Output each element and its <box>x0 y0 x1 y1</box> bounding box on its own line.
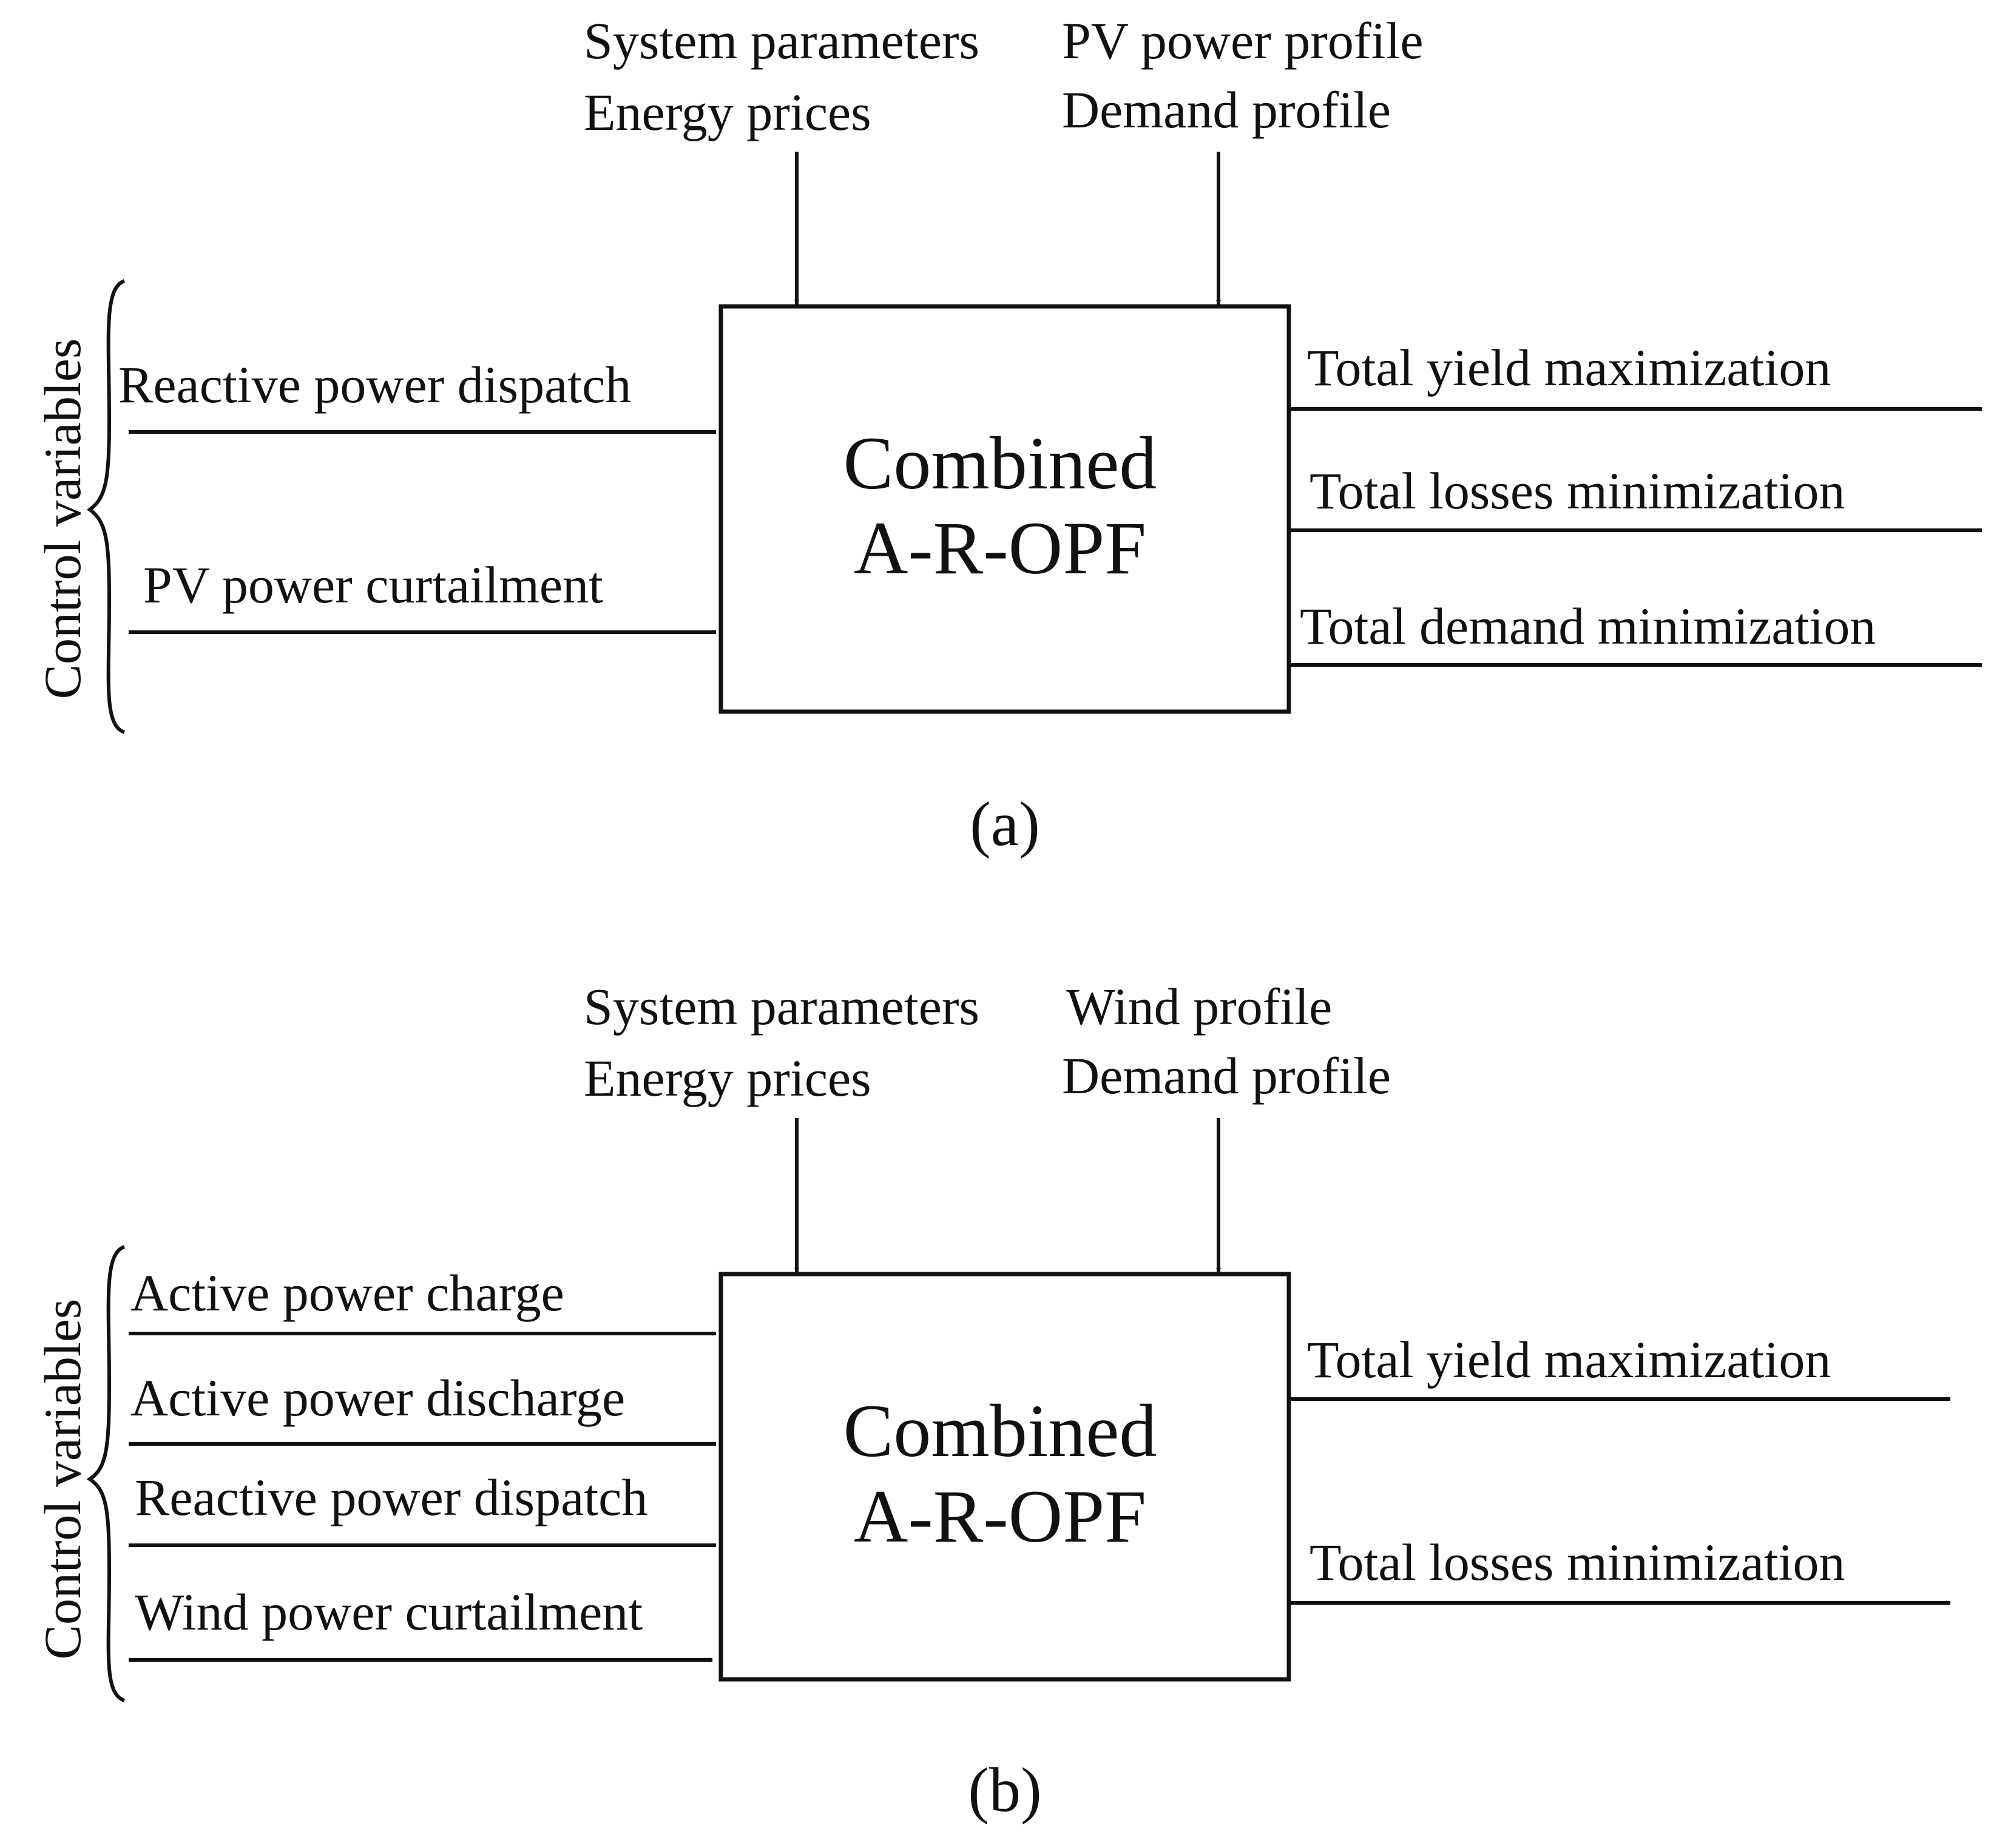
panel-b-output-total-losses: Total losses minimization <box>1310 1533 1845 1591</box>
panel-a-side-label: Control variables <box>33 339 92 700</box>
panel-a-output-total-yield: Total yield maximization <box>1307 339 1831 397</box>
panel-b-box-title-line1: Combined <box>843 1389 1157 1472</box>
panel-a-box-title-line1: Combined <box>843 422 1157 505</box>
panel-a-input-pv-power-profile: PV power profile <box>1062 12 1424 70</box>
panel-a-combined-box <box>718 304 1291 714</box>
panel-b-side-label: Control variables <box>33 1299 92 1660</box>
panel-b-input-system-parameters: System parameters <box>584 977 979 1036</box>
panel-a-input-demand-profile: Demand profile <box>1062 81 1391 139</box>
panel-b-control-reactive-power-dispatch: Reactive power dispatch <box>135 1468 647 1526</box>
panel-b-caption: (b) <box>968 1755 1041 1825</box>
panel-a-output-total-losses: Total losses minimization <box>1310 462 1845 520</box>
panel-a-input-system-parameters: System parameters <box>584 12 979 70</box>
panel-b-input-wind-profile: Wind profile <box>1066 977 1332 1036</box>
panel-a-box-title-line2: A-R-OPF <box>854 507 1146 590</box>
panel-b: System parameters Energy prices Wind pro… <box>33 977 1951 1825</box>
panel-b-input-demand-profile: Demand profile <box>1062 1047 1391 1105</box>
panel-a-brace <box>86 279 126 734</box>
panel-b-output-total-yield: Total yield maximization <box>1307 1330 1831 1389</box>
panel-b-control-active-power-discharge: Active power discharge <box>130 1369 625 1427</box>
panel-b-control-wind-power-curtailment: Wind power curtailment <box>135 1583 643 1641</box>
panel-b-control-active-power-charge: Active power charge <box>130 1264 564 1322</box>
panel-a-caption: (a) <box>970 789 1039 859</box>
panel-a-control-reactive-power-dispatch: Reactive power dispatch <box>118 356 631 414</box>
panel-b-box-title-line2: A-R-OPF <box>854 1475 1146 1558</box>
panel-a: System parameters Energy prices PV power… <box>33 12 1982 859</box>
panel-b-combined-box <box>718 1272 1291 1682</box>
panel-b-brace <box>86 1245 126 1702</box>
panel-a-output-total-demand: Total demand minimization <box>1300 597 1876 655</box>
panel-a-control-pv-power-curtailment: PV power curtailment <box>143 556 603 614</box>
panel-a-input-energy-prices: Energy prices <box>584 83 871 141</box>
panel-b-input-energy-prices: Energy prices <box>584 1049 871 1107</box>
